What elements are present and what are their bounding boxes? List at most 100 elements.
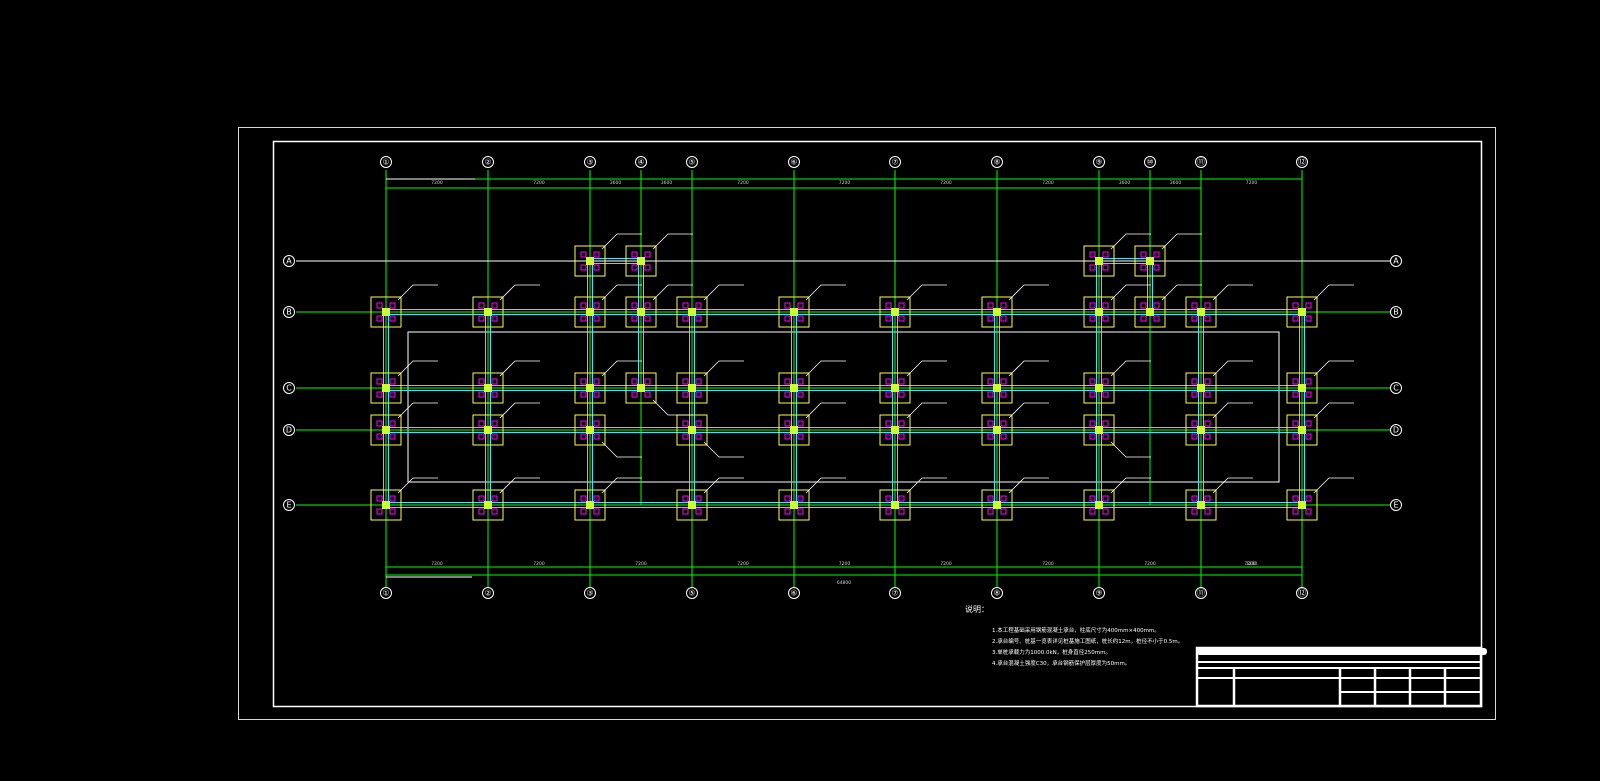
pile bbox=[1089, 251, 1096, 258]
leader-lines bbox=[397, 233, 1354, 494]
axis-bubble-circle bbox=[889, 587, 901, 599]
pile bbox=[987, 420, 994, 427]
axis-bubble-circle bbox=[1390, 306, 1402, 318]
pile bbox=[491, 433, 498, 440]
pile-cap bbox=[1286, 372, 1318, 404]
column bbox=[993, 501, 1001, 509]
dim-label-top: 3600 bbox=[1170, 180, 1182, 186]
axis-bubble-circle bbox=[380, 587, 392, 599]
pile-cap-outline bbox=[472, 489, 504, 521]
pile bbox=[682, 420, 689, 427]
pile bbox=[478, 391, 485, 398]
pile bbox=[478, 302, 485, 309]
pile bbox=[1000, 302, 1007, 309]
axis-bubble-circle bbox=[1195, 156, 1207, 168]
note-line-4: 4.承台混凝土强度C30，承台钢筋保护层厚度为50mm。 bbox=[992, 659, 1130, 667]
title-block-top-bar bbox=[1197, 648, 1487, 655]
column bbox=[1298, 426, 1306, 434]
pile bbox=[389, 420, 396, 427]
pile bbox=[695, 433, 702, 440]
pile bbox=[1102, 433, 1109, 440]
pile-cap bbox=[879, 489, 911, 521]
note-line-2: 2.承台编号、桩基一览表详见桩基施工图纸，桩长约12m，桩径不小于0.5m。 bbox=[992, 637, 1183, 645]
dim-label-top: 7200 bbox=[940, 180, 952, 186]
axis-bubble-left-A: A bbox=[283, 255, 295, 267]
leader-line bbox=[1313, 360, 1354, 377]
axis-bubble-label: ⑨ bbox=[1095, 158, 1102, 167]
axis-bubble-label: ① bbox=[382, 158, 389, 167]
pile bbox=[682, 315, 689, 322]
axis-bubble-circle bbox=[283, 382, 295, 394]
pile bbox=[1102, 391, 1109, 398]
leader-line bbox=[906, 360, 947, 377]
axis-bubble-label: ⑧ bbox=[993, 589, 1000, 598]
pile bbox=[376, 495, 383, 502]
column bbox=[1146, 257, 1154, 265]
pile bbox=[593, 495, 600, 502]
axis-bubble-label: C bbox=[1393, 384, 1399, 393]
axis-bubble-bottom-5: ⑤ bbox=[686, 587, 698, 599]
pile-cap-outline bbox=[625, 296, 657, 328]
axis-bubble-circle bbox=[283, 255, 295, 267]
axis-bubble-bottom-2: ② bbox=[482, 587, 494, 599]
pile-cap bbox=[472, 296, 504, 328]
axis-bubble-right-E: E bbox=[1390, 499, 1402, 511]
axis-bubble-label: ① bbox=[382, 589, 389, 598]
leader-line bbox=[805, 360, 846, 377]
column bbox=[688, 384, 696, 392]
axis-bubble-bottom-3: ③ bbox=[584, 587, 596, 599]
pile-cap bbox=[981, 296, 1013, 328]
axis-bubble-circle bbox=[686, 587, 698, 599]
dim-label-bottom: 7200 bbox=[1144, 561, 1156, 567]
axis-bubble-top-9: ⑨ bbox=[1093, 156, 1105, 168]
pile-cap-outline bbox=[574, 245, 606, 277]
column bbox=[1298, 384, 1306, 392]
dim-label-bottom: 7200 bbox=[431, 561, 443, 567]
pile-cap-outline bbox=[879, 372, 911, 404]
axis-bubble-circle bbox=[380, 156, 392, 168]
leader-line bbox=[703, 284, 744, 301]
pile-cap bbox=[472, 489, 504, 521]
column bbox=[1146, 308, 1154, 316]
pile-cap-outline bbox=[574, 296, 606, 328]
pile bbox=[1204, 420, 1211, 427]
dim-label-bottom-total: 64800 bbox=[837, 580, 851, 586]
pile bbox=[1204, 302, 1211, 309]
pile bbox=[491, 508, 498, 515]
pile bbox=[580, 302, 587, 309]
pile bbox=[389, 495, 396, 502]
pile bbox=[644, 315, 651, 322]
pile bbox=[797, 508, 804, 515]
pile bbox=[593, 251, 600, 258]
pile bbox=[1191, 508, 1198, 515]
pile-cap-outline bbox=[1083, 372, 1115, 404]
leader-line bbox=[397, 284, 438, 301]
pile bbox=[478, 508, 485, 515]
pile bbox=[784, 391, 791, 398]
leader-line bbox=[499, 284, 540, 301]
leader-line bbox=[1212, 360, 1253, 377]
axis-bubble-circle bbox=[1195, 587, 1207, 599]
pile-cap bbox=[1185, 296, 1217, 328]
dim-label-top: 7200 bbox=[431, 180, 443, 186]
axis-bubble-label: D bbox=[1393, 426, 1399, 435]
dim-label-bottom: 7200 bbox=[1246, 561, 1258, 567]
leader-line bbox=[1161, 233, 1202, 250]
pile bbox=[987, 315, 994, 322]
axis-bubble-left-B: B bbox=[283, 306, 295, 318]
pile-cap-outline bbox=[778, 414, 810, 446]
pile bbox=[797, 495, 804, 502]
inner-frame bbox=[272, 140, 1483, 708]
pile bbox=[593, 315, 600, 322]
pile bbox=[682, 302, 689, 309]
pile-cap-outline bbox=[1083, 296, 1115, 328]
column bbox=[688, 501, 696, 509]
pile bbox=[1292, 302, 1299, 309]
pile-cap-outline bbox=[981, 296, 1013, 328]
pile bbox=[1140, 302, 1147, 309]
leader-line bbox=[1161, 284, 1202, 301]
axis-bubble-top-3: ③ bbox=[584, 156, 596, 168]
axis-bubble-label: ⑦ bbox=[891, 589, 898, 598]
dim-label-bottom: 7200 bbox=[533, 561, 545, 567]
